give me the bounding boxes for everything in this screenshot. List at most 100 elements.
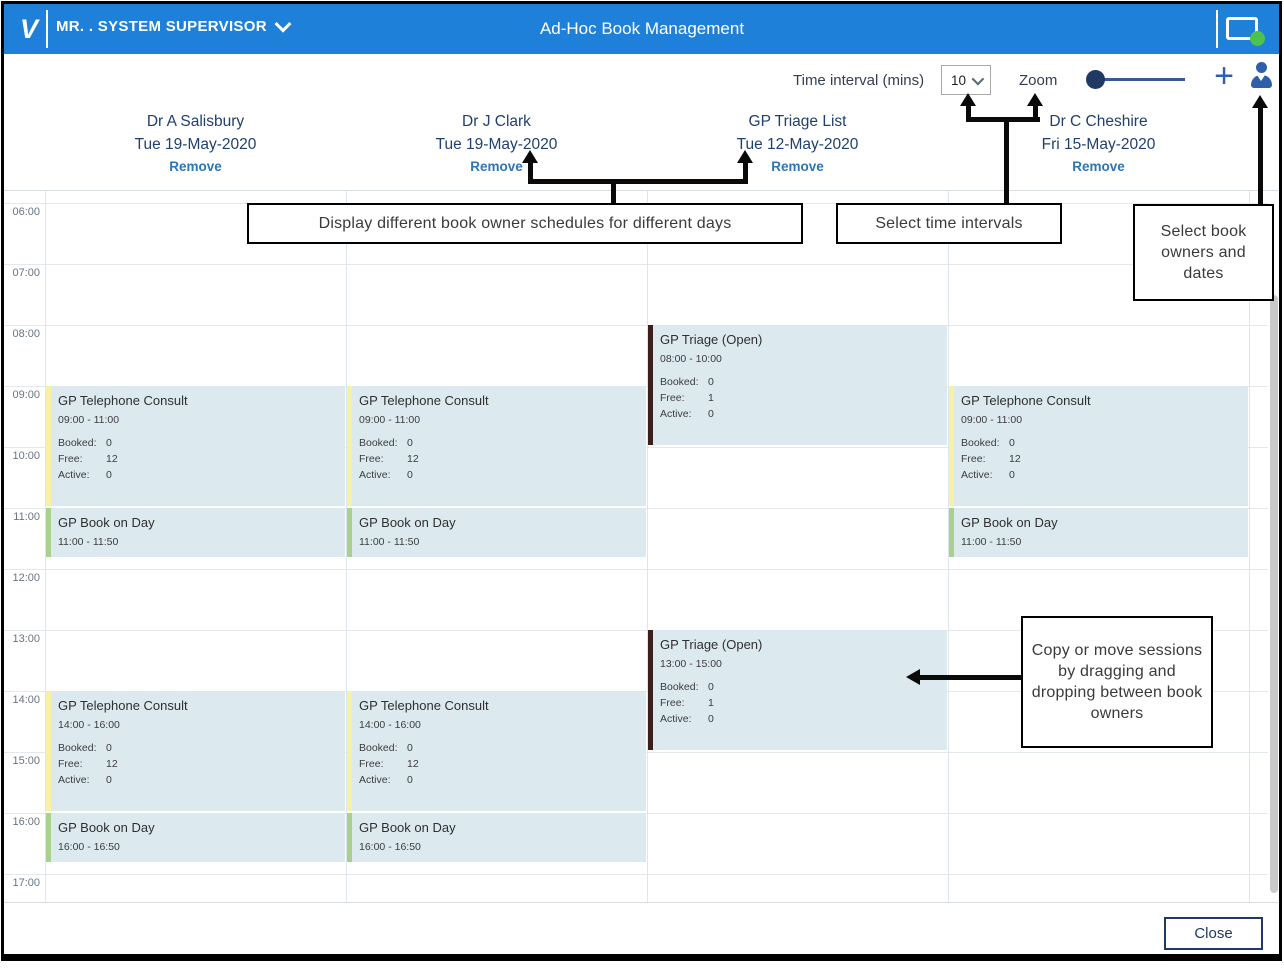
arrow-schedules-bar: [528, 179, 748, 184]
hour-gridline: [4, 569, 1268, 570]
stat-value: 12: [407, 453, 419, 465]
book-owner-name: Dr J Clark: [462, 113, 531, 130]
stat-label: Active:: [961, 469, 993, 481]
remove-link[interactable]: Remove: [470, 159, 523, 174]
arrow-up-icon: [1027, 93, 1043, 106]
stat-value: 0: [708, 681, 714, 693]
remove-link[interactable]: Remove: [169, 159, 222, 174]
stat-label: Free:: [660, 392, 685, 404]
session-stat-free: Free: 12: [359, 451, 646, 467]
session-time-range: 16:00 - 16:50: [359, 841, 421, 853]
session-block[interactable]: GP Book on Day 16:00 - 16:50: [46, 813, 345, 862]
hour-gridline: [4, 325, 1268, 326]
session-title: GP Triage (Open): [660, 332, 763, 347]
time-axis-label: 15:00: [12, 755, 40, 767]
stat-label: Free:: [359, 453, 384, 465]
stat-value: 0: [407, 469, 413, 481]
stat-label: Free:: [58, 453, 83, 465]
session-type-stripe: [347, 691, 352, 811]
arrow-up-icon: [737, 150, 753, 163]
arrow-up-icon: [1252, 95, 1268, 108]
close-button[interactable]: Close: [1164, 917, 1263, 950]
time-axis-label: 08:00: [12, 328, 40, 340]
stat-value: 0: [1009, 469, 1015, 481]
arrow-intervals-right-arm: [1033, 105, 1038, 119]
monitor-icon[interactable]: [1226, 17, 1258, 40]
book-owner-date: Tue 19-May-2020: [435, 136, 558, 153]
session-type-stripe: [949, 508, 954, 557]
session-type-stripe: [46, 691, 51, 811]
remove-link[interactable]: Remove: [771, 159, 824, 174]
stat-label: Booked:: [961, 437, 1000, 449]
hour-gridline: [4, 630, 1268, 631]
session-stat-active: Active:0: [359, 772, 646, 788]
column-gridline: [45, 191, 46, 902]
stat-label: Booked:: [58, 437, 97, 449]
session-type-stripe: [46, 386, 51, 506]
vertical-scrollbar-thumb[interactable]: [1270, 295, 1278, 893]
session-title: GP Telephone Consult: [961, 393, 1091, 408]
session-title: GP Book on Day: [58, 820, 155, 835]
stat-value: 0: [106, 742, 112, 754]
grid-footer-divider: [4, 902, 1280, 903]
stat-value: 0: [106, 469, 112, 481]
stat-label: Booked:: [359, 437, 398, 449]
time-axis-label: 11:00: [13, 511, 40, 523]
user-menu-label: MR. . SYSTEM SUPERVISOR: [56, 18, 267, 35]
zoom-slider-track[interactable]: [1094, 78, 1185, 81]
select-book-owner-icon[interactable]: [1250, 62, 1274, 94]
add-icon[interactable]: +: [1214, 57, 1234, 95]
arrow-intervals-stem: [1004, 119, 1009, 205]
stat-value: 1: [708, 392, 714, 404]
session-time-range: 08:00 - 10:00: [660, 353, 722, 365]
person-icon-collar: [1257, 75, 1265, 81]
session-stat-booked: Booked:0: [58, 435, 345, 451]
session-stat-booked: Booked:0: [58, 740, 345, 756]
session-title: GP Telephone Consult: [359, 393, 489, 408]
stat-value: 0: [407, 774, 413, 786]
session-title: GP Book on Day: [58, 515, 155, 530]
stat-value: 0: [708, 376, 714, 388]
callout-book-owners: Select book owners and dates: [1133, 204, 1274, 301]
arrow-copymove-bar: [920, 675, 1021, 680]
stat-value: 0: [106, 774, 112, 786]
time-axis-label: 07:00: [12, 267, 40, 279]
time-axis-label: 10:00: [12, 450, 40, 462]
remove-link[interactable]: Remove: [1072, 159, 1125, 174]
top-bar: V MR. . SYSTEM SUPERVISOR Ad-Hoc Book Ma…: [4, 4, 1280, 54]
stat-label: Free:: [58, 758, 83, 770]
session-stat-active: Active: 0: [961, 467, 1248, 483]
book-owner-name: Dr A Salisbury: [146, 113, 245, 130]
user-menu[interactable]: MR. . SYSTEM SUPERVISOR: [56, 15, 292, 35]
session-stat-active: Active:0: [58, 772, 345, 788]
session-title: GP Book on Day: [359, 515, 456, 530]
session-type-stripe: [347, 386, 352, 506]
session-stat-free: Free:12: [961, 451, 1248, 467]
stat-value: 0: [407, 742, 413, 754]
arrow-left-icon: [906, 669, 920, 685]
stat-label: Booked:: [660, 376, 699, 388]
stat-value: 0: [1009, 437, 1015, 449]
topbar-divider: [46, 10, 48, 48]
session-stat-free: Free:12: [359, 756, 646, 772]
session-time-range: 16:00 - 16:50: [58, 841, 120, 853]
zoom-slider-thumb[interactable]: [1086, 70, 1105, 89]
time-interval-select[interactable]: 10: [941, 65, 991, 95]
book-owner-date: Fri 15-May-2020: [1041, 136, 1156, 153]
arrow-up-icon: [960, 93, 976, 106]
stat-value: 12: [407, 758, 419, 770]
